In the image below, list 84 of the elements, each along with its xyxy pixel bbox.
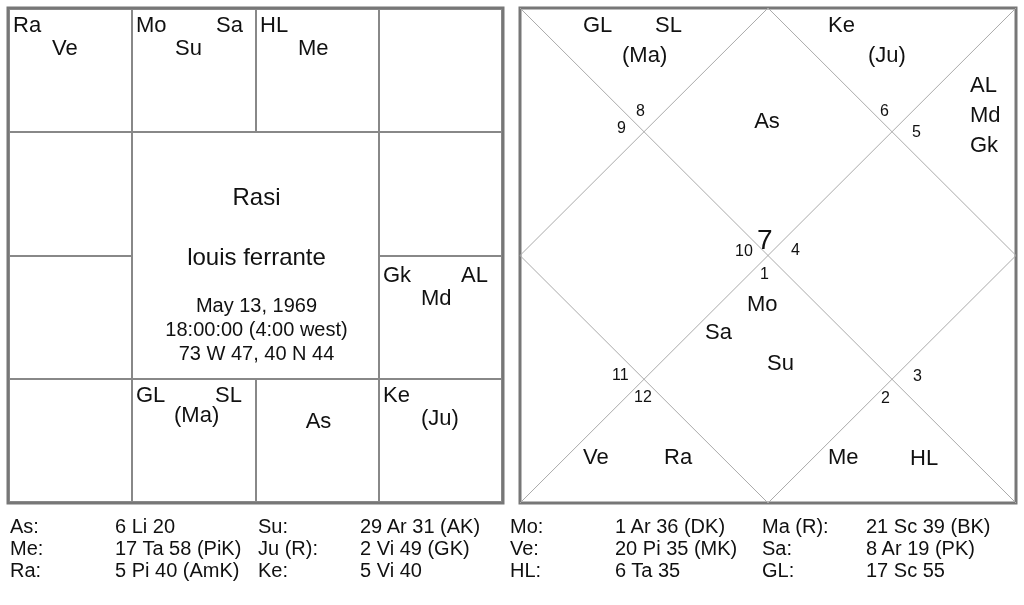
planet-label: Gk xyxy=(383,264,412,286)
planet-label: Gk xyxy=(970,134,999,156)
position-name: Mo: xyxy=(510,516,544,536)
planet-label: (Ma) xyxy=(174,404,220,426)
position-name: Ma (R): xyxy=(762,516,829,536)
house-cell xyxy=(9,256,132,379)
house-number: 1 xyxy=(760,266,769,282)
birth-details: May 13, 1969 18:00:00 (4:00 west) 73 W 47, 40 N 44 xyxy=(164,293,349,365)
position-name: Ke: xyxy=(258,560,289,580)
position-name: Sa: xyxy=(762,538,793,558)
planet-label: AL xyxy=(970,74,997,96)
position-value: 6 Li 20 xyxy=(115,516,176,536)
planet-label: Sa xyxy=(705,321,732,343)
planet-label: AL xyxy=(461,264,488,286)
house-number: 6 xyxy=(880,103,889,119)
house-cell xyxy=(9,9,132,132)
house-number: 8 xyxy=(636,103,645,119)
house-cell xyxy=(132,379,256,502)
planet-label: As xyxy=(304,410,333,432)
house-cell xyxy=(256,9,379,132)
planet-label: Su xyxy=(767,352,794,374)
planet-label: Sa xyxy=(216,14,243,36)
house-cell xyxy=(379,132,502,256)
house-cell xyxy=(9,379,132,502)
position-value: 17 Sc 55 xyxy=(866,560,945,580)
house-cell xyxy=(256,379,379,502)
house-number: 11 xyxy=(612,367,629,383)
planet-label: Ve xyxy=(52,37,78,59)
house-cell xyxy=(379,379,502,502)
planet-label: SL xyxy=(215,384,242,406)
house-number: 4 xyxy=(791,242,800,258)
position-value: 8 Ar 19 (PK) xyxy=(866,538,975,558)
position-value: 29 Ar 31 (AK) xyxy=(360,516,481,536)
position-value: 21 Sc 39 (BK) xyxy=(866,516,991,536)
house-cell xyxy=(9,132,132,256)
house-number: 2 xyxy=(881,390,890,406)
position-name: GL: xyxy=(762,560,795,580)
house-number: 12 xyxy=(634,389,652,405)
house-cell xyxy=(379,256,502,379)
position-name: Ju (R): xyxy=(258,538,318,558)
house-cell xyxy=(379,9,502,132)
planet-label: Mo xyxy=(136,14,167,36)
planet-label: (Ju) xyxy=(421,407,459,429)
planet-label: (Ju) xyxy=(868,44,906,66)
house-cell xyxy=(132,9,256,132)
planet-label: GL xyxy=(583,14,613,36)
planet-label: Su xyxy=(175,37,202,59)
planet-label: GL xyxy=(136,384,166,406)
planet-label: (Ma) xyxy=(622,44,668,66)
position-name: Me: xyxy=(10,538,44,558)
house-number: 7 xyxy=(757,226,773,254)
planet-label: Ke xyxy=(383,384,410,406)
planet-label: SL xyxy=(655,14,682,36)
planet-label: Ke xyxy=(828,14,855,36)
house-number: 9 xyxy=(617,120,626,136)
position-value: 5 Vi 40 xyxy=(360,560,422,580)
house-number: 5 xyxy=(912,124,921,140)
person-name: louis ferrante xyxy=(186,245,327,269)
position-value: 6 Ta 35 xyxy=(615,560,681,580)
position-value: 17 Ta 58 (PiK) xyxy=(115,538,242,558)
position-value: 1 Ar 36 (DK) xyxy=(615,516,726,536)
planet-label: Ra xyxy=(664,446,693,468)
planet-label: Me xyxy=(828,446,859,468)
position-name: HL: xyxy=(510,560,542,580)
position-name: As: xyxy=(10,516,39,536)
position-name: Ve: xyxy=(510,538,539,558)
chart-title: Rasi xyxy=(231,185,282,209)
position-name: Ra: xyxy=(10,560,42,580)
planet-label: Mo xyxy=(747,293,778,315)
planet-label: Ra xyxy=(13,14,42,36)
planet-label: Ve xyxy=(583,446,609,468)
position-name: Su: xyxy=(258,516,289,536)
position-value: 2 Vi 49 (GK) xyxy=(360,538,470,558)
house-number: 3 xyxy=(913,368,922,384)
position-value: 20 Pi 35 (MK) xyxy=(615,538,738,558)
house-number: 10 xyxy=(735,243,753,259)
planet-label: Md xyxy=(421,287,452,309)
planet-label: Md xyxy=(970,104,1001,126)
position-value: 5 Pi 40 (AmK) xyxy=(115,560,240,580)
planet-label: As xyxy=(753,110,781,132)
planet-label: HL xyxy=(910,447,939,469)
house-cell xyxy=(132,132,379,379)
planet-label: HL xyxy=(260,14,289,36)
planet-label: Me xyxy=(298,37,329,59)
